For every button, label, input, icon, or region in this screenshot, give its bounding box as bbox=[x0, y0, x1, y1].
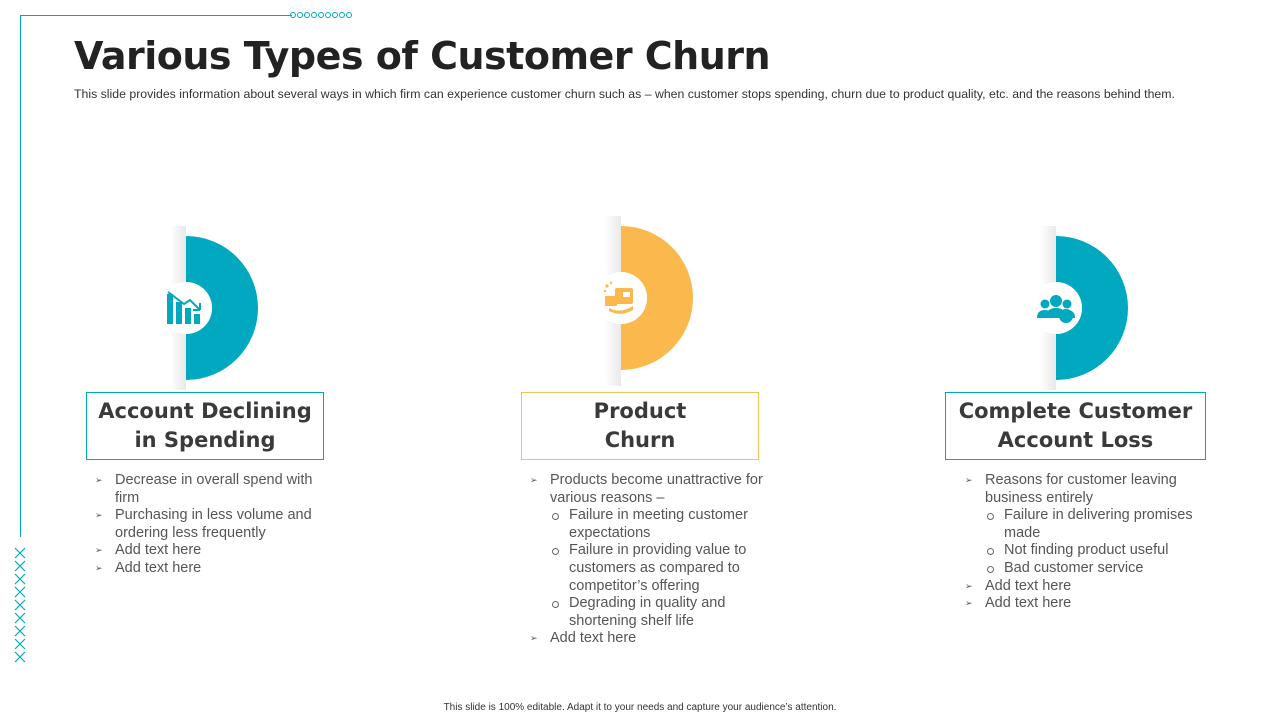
list-item: Reasons for customer leaving business en… bbox=[965, 472, 1200, 578]
list-account-loss: Reasons for customer leaving business en… bbox=[965, 472, 1200, 613]
list-item: Decrease in overall spend with firm bbox=[95, 472, 325, 507]
sub-list-item: Bad customer service bbox=[985, 560, 1200, 578]
decorative-dots bbox=[290, 12, 352, 18]
sub-list-item: Failure in meeting customer expectations bbox=[550, 507, 775, 542]
half-disc-account-declining bbox=[150, 220, 270, 396]
sub-list-item: Not finding product useful bbox=[985, 542, 1200, 560]
list-product-churn: Products become unattractive for various… bbox=[530, 472, 775, 649]
half-disc-account-loss bbox=[1020, 220, 1140, 396]
half-disc-product-churn bbox=[585, 210, 705, 390]
frame-top-line bbox=[20, 15, 292, 16]
sub-list-item: Failure in providing value to customers … bbox=[550, 542, 775, 595]
page-title: Various Types of Customer Churn bbox=[74, 34, 771, 78]
sub-list: Failure in delivering promises made Not … bbox=[985, 507, 1200, 577]
decorative-crosses bbox=[14, 547, 26, 663]
list-item: Add text here bbox=[965, 595, 1200, 613]
list-item: Purchasing in less volume and ordering l… bbox=[95, 507, 325, 542]
product-package-icon bbox=[603, 281, 633, 314]
list-account-declining: Decrease in overall spend with firm Purc… bbox=[95, 472, 325, 578]
sub-list-item: Failure in delivering promises made bbox=[985, 507, 1200, 542]
list-item: Add text here bbox=[965, 578, 1200, 596]
frame-left-line bbox=[20, 15, 21, 537]
list-item: Add text here bbox=[95, 542, 325, 560]
page-subtitle: This slide provides information about se… bbox=[74, 87, 1175, 101]
sub-list-item: Degrading in quality and shortening shel… bbox=[550, 595, 775, 630]
footer-note: This slide is 100% editable. Adapt it to… bbox=[443, 702, 837, 713]
list-item: Add text here bbox=[530, 630, 775, 648]
list-item: Add text here bbox=[95, 560, 325, 578]
declining-bar-chart-icon bbox=[167, 291, 201, 324]
customer-group-icon bbox=[1037, 295, 1075, 323]
sub-list: Failure in meeting customer expectations… bbox=[550, 507, 775, 630]
list-item: Products become unattractive for various… bbox=[530, 472, 775, 630]
